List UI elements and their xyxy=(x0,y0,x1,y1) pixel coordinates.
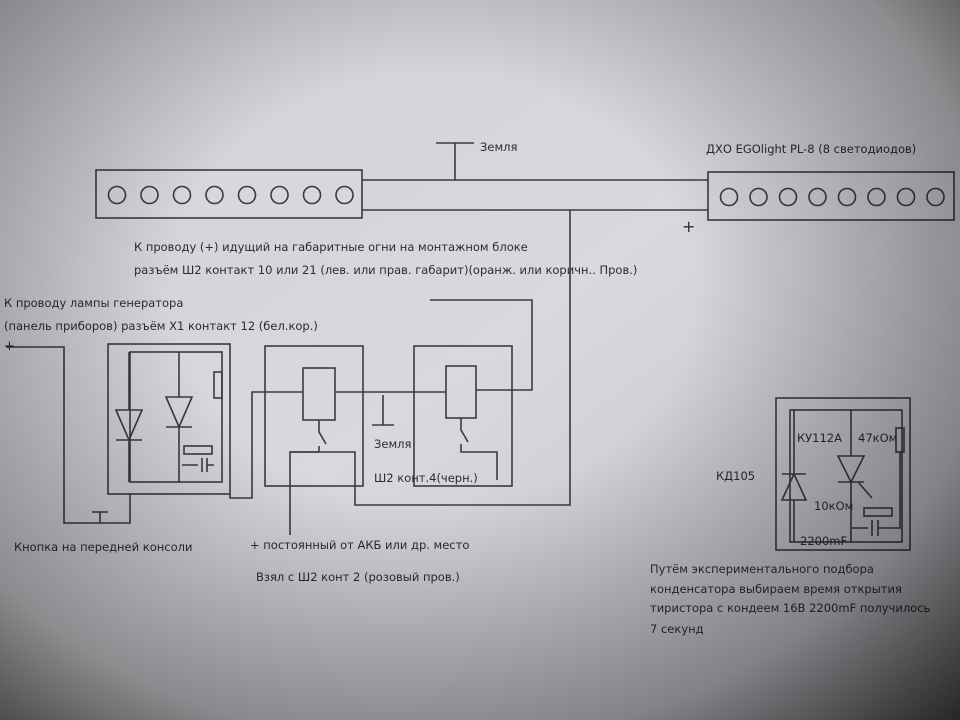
label-ku112a: КУ112А xyxy=(797,431,842,445)
label-button: Кнопка на передней консоли xyxy=(14,540,192,554)
label-r10k: 10кОм xyxy=(814,499,853,513)
label-battery: + постоянный от АКБ или др. место xyxy=(250,538,469,552)
label-park-line2: разъём Ш2 контакт 10 или 21 (лев. или пр… xyxy=(134,263,637,277)
label-ground-top: Земля xyxy=(480,140,517,154)
left-led-bar xyxy=(95,169,363,219)
label-gen-line2: (панель приборов) разъём Х1 контакт 12 (… xyxy=(4,319,318,333)
label-ground-mid: Земля xyxy=(374,437,411,451)
label-c2200: 2200mF xyxy=(800,534,847,548)
label-kd105: КД105 xyxy=(716,469,755,483)
label-pink: Взял с Ш2 конт 2 (розовый пров.) xyxy=(256,570,460,584)
label-gen-line1: К проводу лампы генератора xyxy=(4,296,183,310)
label-gen-plus: + xyxy=(4,339,15,354)
label-note-line3: тиристора с кондеем 16В 2200mF получилос… xyxy=(650,601,931,615)
label-note-line1: Путём экспериментального подбора xyxy=(650,562,874,576)
label-plus-mark: + xyxy=(682,217,695,236)
right-led-bar xyxy=(707,171,955,221)
label-ground-w2: Ш2 конт.4(черн.) xyxy=(374,471,478,485)
label-r47k: 47кОм xyxy=(858,431,897,445)
label-note-line4: 7 секунд xyxy=(650,622,704,636)
label-drl-title: ДХО EGOlight PL-8 (8 светодиодов) xyxy=(706,142,916,156)
label-park-line1: К проводу (+) идущий на габаритные огни … xyxy=(134,240,528,254)
label-note-line2: конденсатора выбираем время открытия xyxy=(650,582,902,596)
